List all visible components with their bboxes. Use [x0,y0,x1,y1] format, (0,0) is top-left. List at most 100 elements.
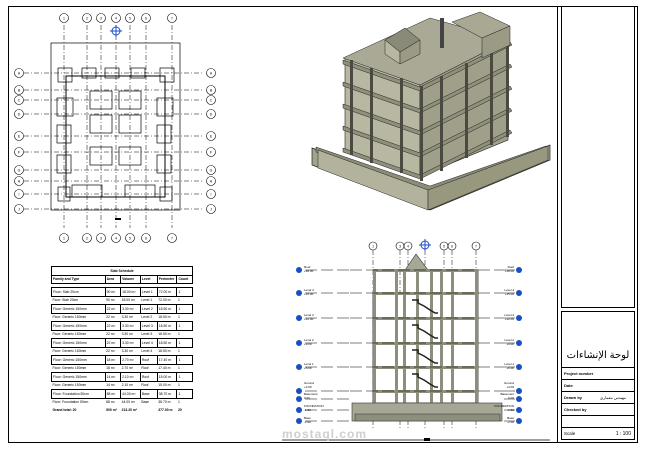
level-marker-icon [516,396,522,402]
grid-bubble [206,189,216,199]
level-elevation: +12.00 [304,317,314,321]
stair-flight [412,373,438,388]
schedule-cell: Level 3 [141,332,153,337]
schedule-cell: Floor: Generic 150mm [52,332,87,337]
footing [81,67,97,79]
grid-label: 7 [171,16,173,20]
grid-label: I [19,192,20,196]
grid-label: 3 [100,16,102,20]
schedule-cell: 72.00 m [158,298,171,303]
tie-beam [65,75,166,198]
sheet-title: لوحة الإنشاءات [562,312,634,368]
schedule-cell: 72.00 m [157,287,178,297]
grid-label: B [18,88,21,92]
schedule-cell: Floor: Slab 20cm [52,298,79,303]
section-marker [424,438,430,441]
level-elevation: +6.00 [304,366,312,370]
schedule-cell: 17.40 m [158,366,171,371]
grid-bubble [14,109,24,119]
3d-building-view[interactable] [311,11,551,211]
schedule-cell: Floor: Slab 20cm [51,287,106,297]
plan-outline [50,42,181,211]
schedule-cell: 18.00 m³ [120,287,141,297]
schedule-cell: Level 3 [140,321,158,331]
grid-bubble [206,147,216,157]
level-name: Roof [508,265,515,269]
column [416,270,419,403]
grid-bubble [96,13,106,23]
schedule-cell: Family and Type [51,274,106,284]
level-elevation: +18.00 [505,269,515,273]
footing [118,90,142,110]
level-elevation: 0.00 [508,396,514,400]
schedule-cell: Count [176,274,193,284]
schedule-cell: 90 m² [105,287,122,297]
column [490,50,493,145]
stair-flight [412,324,438,339]
schedule-cell: Level 2 [141,315,153,320]
grid-bubble [14,147,24,157]
schedule-cell: 1 [177,366,180,371]
column [395,270,398,403]
scale-label: Scale [564,431,576,436]
schedule-cell: 377.00 m [158,407,173,412]
grid-bubble [59,13,69,23]
grid-bubble [125,233,135,243]
schedule-cell: Roof [141,366,149,371]
grid-label: C [18,98,21,102]
schedule-cell: Slab Schedule [51,266,193,276]
grid-bubble [206,131,216,141]
footing [57,67,73,83]
level-name: Base [507,416,514,420]
grid-label: 4 [115,16,117,20]
grid-label: J [210,207,212,211]
schedule-cell: 22 m² [106,349,115,354]
schedule-cell: 17.40 m [157,355,178,365]
footing [89,114,113,134]
grid-bubble [206,68,216,78]
level-marker-icon [296,340,302,346]
grid-bubble [82,233,92,243]
grid-label: 2 [86,16,88,20]
schedule-cell: 213.20 m³ [121,407,138,412]
grid-label: 4 [407,244,409,248]
column [350,60,353,155]
level-marker-icon [296,315,302,321]
schedule-cell: 3.30 m³ [121,315,134,320]
grid-bubble [206,109,216,119]
level-elevation: +18.00 [304,269,314,273]
grid-label: E [18,134,21,138]
floor-slab [373,317,478,320]
schedule-cell: 18.00 m³ [121,298,135,303]
stair-tower-side [399,39,421,65]
schedule-cell: Floor: Foundation 50cm [51,389,106,399]
schedule-cell: Volume [120,274,141,284]
schedule-cell: Floor: Generic 150mm [51,372,106,382]
scale-value: 1 : 100 [615,431,631,437]
grid-bubble [82,13,92,23]
schedule-title-row: Slab Schedule [51,266,193,276]
level-name: Ground [504,381,514,385]
schedule-cell: Floor: Generic 150mm [51,304,106,314]
grid-bubble [206,165,216,175]
schedule-cell: Base [140,389,158,399]
footing [159,186,173,202]
schedule-cell: Roof [141,383,149,388]
grid-bubble [14,85,24,95]
schedule-cell: 90 m² [106,298,115,303]
grid-label: 4 [115,236,117,240]
grid-label: 3 [399,244,401,248]
level-name: Basement [304,392,318,396]
schedule-cell: 3.30 m³ [120,321,141,331]
